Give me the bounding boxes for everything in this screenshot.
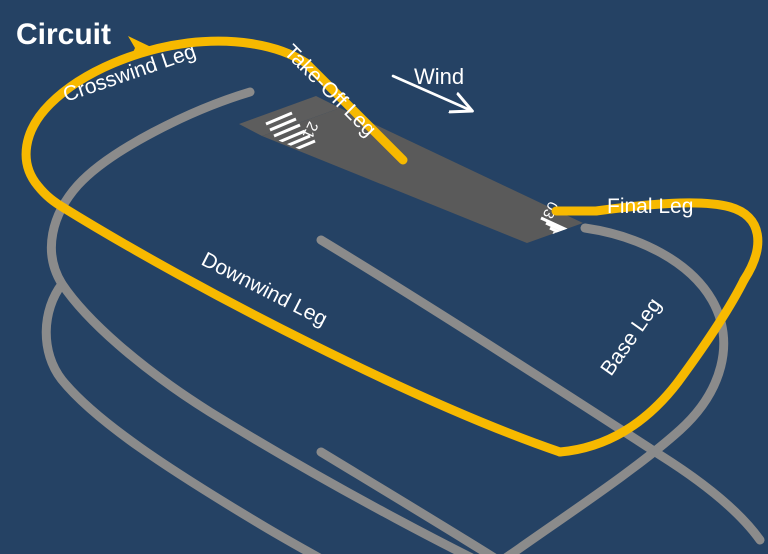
page-title: Circuit [16,18,111,51]
runway-designator-21: 21 [299,119,321,141]
ghost-circuit-track [41,87,765,554]
direction-arrow-icon [128,36,151,61]
take-off-leg-path [301,58,408,165]
wind-label: Wind [414,64,464,89]
base-leg-path [555,275,749,457]
active-circuit-track [21,36,763,457]
wind-indicator: Wind [391,64,470,110]
runway: 21 03 [239,96,583,244]
label-final-leg: Final Leg [607,195,693,218]
runway-apron [239,96,340,136]
final-turn-path [591,198,763,285]
crosswind-leg-path [21,36,311,213]
runway-surface [262,108,583,243]
wind-arrow-icon [391,74,470,110]
downwind-leg-path [59,203,565,457]
